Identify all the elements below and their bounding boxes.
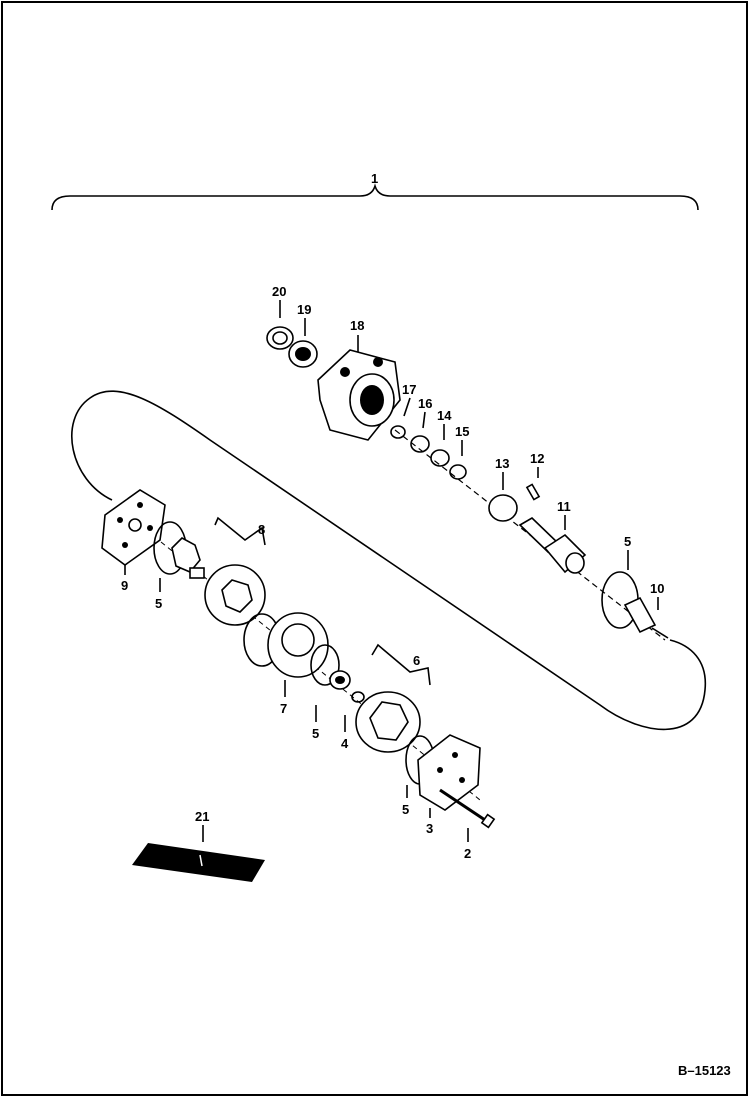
drive-star [171, 537, 205, 579]
part-9-end-cap [101, 489, 166, 566]
callout-10: 10 [650, 581, 664, 596]
part-6-star-rotor [355, 691, 421, 753]
callout-5-lower: 5 [402, 802, 409, 817]
middle-bearing [329, 670, 351, 690]
callout-5-left: 5 [155, 596, 162, 611]
part-13-seal [488, 494, 518, 522]
part-15-ring [449, 464, 467, 480]
callout-16: 16 [418, 396, 432, 411]
callout-9: 9 [121, 578, 128, 593]
callout-4: 4 [341, 736, 349, 751]
part-7-manifold [267, 612, 329, 678]
callout-8: 8 [258, 522, 265, 537]
callout-12: 12 [530, 451, 544, 466]
callout-5-right: 5 [624, 534, 631, 549]
part-12-key [525, 483, 541, 501]
part-6-brace [371, 643, 431, 686]
part-8-rotor-set [204, 564, 266, 626]
part-19-bearing [288, 340, 318, 368]
callout-2: 2 [464, 846, 471, 861]
leader-lines [124, 300, 659, 842]
callout-21: 21 [195, 809, 209, 824]
part-18-housing [317, 349, 401, 441]
callout-20: 20 [272, 284, 286, 299]
callout-5-mid: 5 [312, 726, 319, 741]
part-3-end-plate [417, 734, 481, 811]
part-8-brace [214, 516, 266, 546]
part-4-oring [351, 691, 365, 703]
callout-6: 6 [413, 653, 420, 668]
part-21-decal [132, 843, 265, 882]
part-14-ring [430, 449, 450, 467]
callout-18: 18 [350, 318, 364, 333]
callout-17: 17 [402, 382, 416, 397]
callout-14: 14 [437, 408, 452, 423]
part-20-seal [266, 326, 294, 350]
callout-15: 15 [455, 424, 469, 439]
part-16-ring [410, 435, 430, 453]
callout-11: 11 [557, 499, 571, 514]
assembly-brace [51, 183, 699, 211]
hose-loop-line [71, 390, 707, 731]
callout-13: 13 [495, 456, 509, 471]
callout-1: 1 [371, 171, 378, 186]
part-5-oring-mid [310, 644, 340, 686]
callout-3: 3 [426, 821, 433, 836]
part-2-bolt [439, 788, 496, 829]
part-11-shaft [518, 517, 587, 574]
callout-19: 19 [297, 302, 311, 317]
part-10-valve [623, 596, 669, 639]
part-17-oring [390, 425, 406, 439]
figure-id: B–15123 [678, 1063, 731, 1078]
callout-7: 7 [280, 701, 287, 716]
